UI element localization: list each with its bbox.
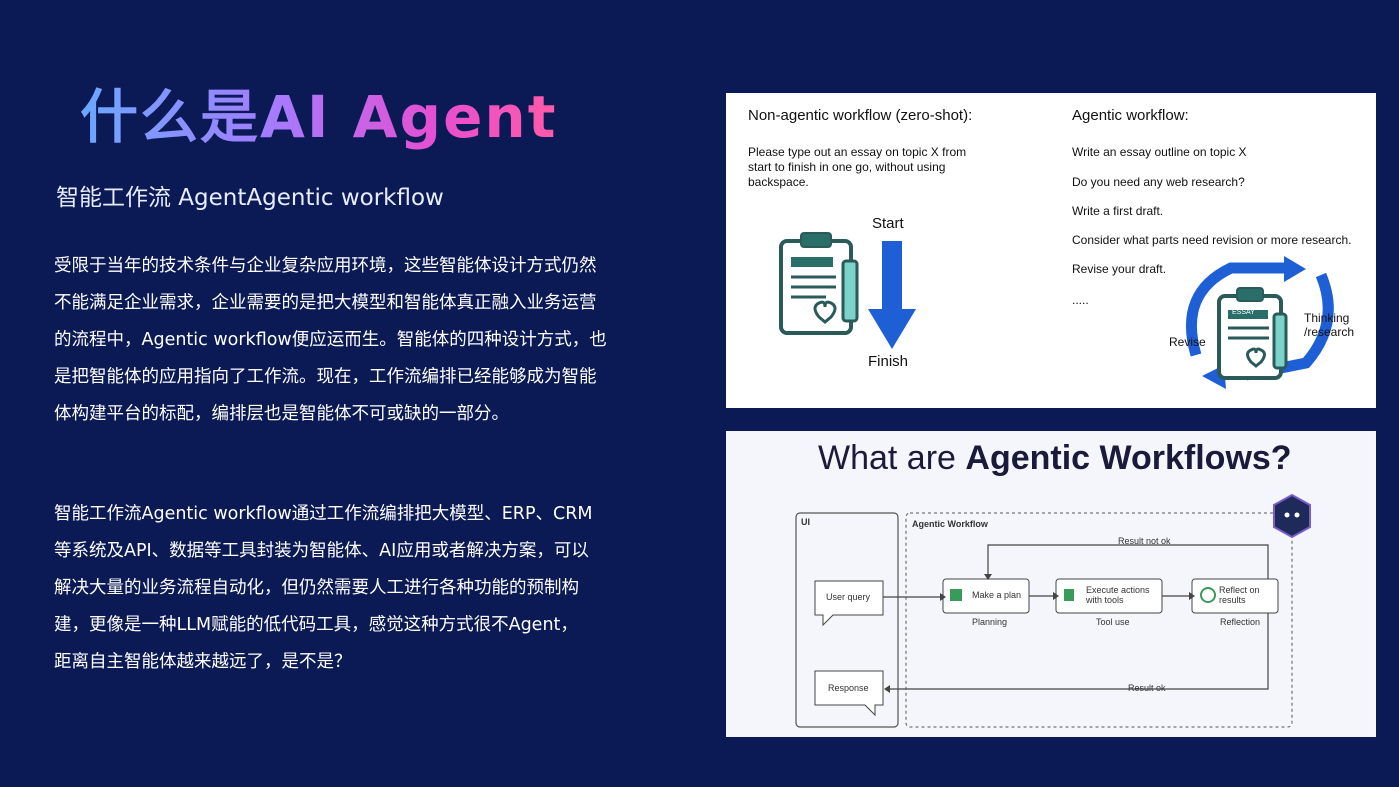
reflect-box: Reflect on results: [1219, 585, 1260, 605]
agentic-step-4: Consider what parts need revision or mor…: [1072, 233, 1352, 247]
make-plan-box: Make a plan: [972, 590, 1022, 600]
agentic-step-5: Revise your draft.: [1072, 262, 1167, 276]
agentic-workflow-diagram: What are Agentic Workflows? UI Agentic W…: [726, 431, 1376, 737]
non-agentic-header: Non-agentic workflow (zero-shot):: [748, 107, 973, 124]
essay-label-left: ESSAY: [799, 251, 822, 258]
page-title: 什么是AI Agent: [80, 70, 557, 154]
agentic-comparison-figure: ESSAY ESSAY Non-agentic workflow (zero-s…: [726, 93, 1376, 408]
essay-label-right: ESSAY: [1232, 309, 1255, 316]
workflow-diagram-title: What are Agentic Workflows?: [818, 439, 1292, 477]
tool-use-label: Tool use: [1096, 617, 1130, 627]
revision-cycle-icon: [1185, 262, 1334, 381]
revise-label: Revise: [1169, 335, 1206, 349]
agentic-step-2: Do you need any web research?: [1072, 175, 1245, 189]
agentic-step-1: Write an essay outline on topic X: [1072, 145, 1247, 159]
planning-label: Planning: [972, 617, 1008, 627]
agentic-step-6: .....: [1072, 293, 1089, 307]
paragraph-1: 受限于当年的技术条件与企业复杂应用环境，这些智能体设计方式仍然 不能满足企业需求…: [54, 256, 607, 424]
comparison-graphics: ESSAY ESSAY: [779, 232, 1334, 389]
agentic-workflow-label: Agentic Workflow: [912, 519, 988, 529]
start-finish-arrow-icon: [868, 241, 916, 349]
user-query-box: User query: [826, 592, 871, 602]
result-not-ok-label: Result not ok: [1118, 536, 1171, 546]
reflection-label: Reflection: [1220, 617, 1261, 627]
essay-clipboard-right-icon: [1217, 287, 1288, 380]
response-box: Response: [828, 683, 869, 693]
execute-actions-box: Execute actions with tools: [1086, 585, 1150, 605]
result-ok-label: Result ok: [1128, 683, 1166, 693]
agentic-header: Agentic workflow:: [1072, 107, 1189, 124]
start-label: Start: [872, 215, 904, 232]
agentic-step-3: Write a first draft.: [1072, 204, 1164, 218]
finish-label: Finish: [868, 353, 909, 370]
ui-section-label: UI: [801, 517, 810, 527]
workflow-graphics: [795, 493, 1311, 728]
non-agentic-text: Please type out an essay on topic X from…: [748, 145, 967, 189]
page-subtitle: 智能工作流 AgentAgentic workflow: [56, 185, 444, 211]
thinking-label: Thinking /research: [1304, 311, 1355, 339]
paragraph-2: 智能工作流Agentic workflow通过工作流编排把大模型、ERP、CRM…: [54, 504, 593, 672]
agent-hex-icon: [1273, 493, 1311, 539]
essay-clipboard-icon: [779, 232, 859, 335]
